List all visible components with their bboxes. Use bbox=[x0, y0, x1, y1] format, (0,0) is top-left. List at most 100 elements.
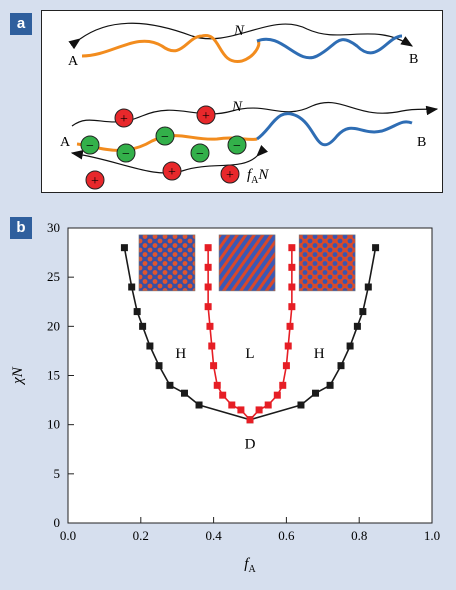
series-0-point bbox=[353, 322, 361, 330]
x-tick-label: 0.0 bbox=[60, 528, 76, 543]
y-tick-label: 20 bbox=[47, 318, 60, 333]
series-1-point bbox=[213, 381, 221, 389]
svg-text:−: − bbox=[196, 147, 204, 162]
series-0-point bbox=[155, 362, 163, 370]
series-1-point bbox=[282, 362, 290, 370]
series-0-point bbox=[139, 322, 147, 330]
series-0-point bbox=[372, 244, 380, 252]
series-0-point bbox=[337, 362, 345, 370]
series-1-point bbox=[288, 244, 296, 252]
svg-text:−: − bbox=[122, 147, 130, 162]
series-1-point bbox=[246, 416, 254, 424]
svg-text:+: + bbox=[168, 165, 176, 180]
series-1-point bbox=[279, 381, 287, 389]
x-tick-label: 0.6 bbox=[278, 528, 295, 543]
series-1-point bbox=[228, 401, 236, 409]
inset-lamellar-morphology bbox=[218, 234, 276, 292]
positive-charge: + bbox=[162, 161, 182, 181]
series-1-point bbox=[237, 406, 245, 414]
panel-b: 0.0 0.2 0.4 0.6 0.8 1.0 0 5 10 15 20 25 30 H L H D χN f… bbox=[0, 205, 456, 585]
series-0-point bbox=[364, 283, 372, 291]
negative-charge: − bbox=[116, 143, 136, 163]
positive-charge: + bbox=[220, 164, 240, 184]
series-1-point bbox=[208, 342, 216, 350]
series-0-point bbox=[128, 283, 136, 291]
region-label-hex-right: H bbox=[314, 346, 325, 362]
y-tick-label: 30 bbox=[47, 220, 60, 235]
series-1-point bbox=[204, 244, 212, 252]
inset-hexagonal-morphology bbox=[298, 234, 356, 292]
fraction-label: fAN bbox=[247, 167, 269, 186]
series-0-point bbox=[346, 342, 354, 350]
bottom-end-a: A bbox=[60, 135, 71, 150]
bottom-length-label: N bbox=[231, 99, 243, 115]
panel-b-label: b bbox=[10, 217, 32, 239]
y-tick-label: 0 bbox=[54, 515, 61, 530]
series-0-point bbox=[359, 308, 367, 316]
x-tick-label: 0.4 bbox=[205, 528, 222, 543]
bottom-block-b bbox=[256, 112, 413, 147]
bottom-end-b: B bbox=[417, 135, 426, 150]
x-tick-label: 0.2 bbox=[133, 528, 149, 543]
series-1-point bbox=[273, 391, 281, 399]
series-1-point bbox=[210, 362, 218, 370]
x-axis-label: fA bbox=[244, 556, 256, 575]
series-1-point bbox=[206, 322, 214, 330]
series-1-point bbox=[255, 406, 263, 414]
region-label-lamellar: L bbox=[245, 346, 254, 362]
positive-charge: + bbox=[85, 170, 105, 190]
panel-a: A B N A B N fAN + + + + + − − − − − bbox=[41, 10, 443, 193]
series-1-point bbox=[284, 342, 292, 350]
phase-diagram-chart: 0.0 0.2 0.4 0.6 0.8 1.0 0 5 10 15 20 25 30 H L H D χN f… bbox=[10, 220, 440, 575]
top-end-b: B bbox=[409, 52, 418, 67]
y-axis-label: χN bbox=[10, 366, 26, 386]
top-length-label: N bbox=[233, 23, 245, 39]
top-block-a bbox=[81, 34, 261, 63]
series-1-point bbox=[204, 283, 212, 291]
svg-text:−: − bbox=[161, 130, 169, 145]
series-1-point bbox=[288, 263, 296, 271]
series-1-point bbox=[204, 263, 212, 271]
y-tick-label: 5 bbox=[54, 466, 61, 481]
region-label-hex-left: H bbox=[175, 346, 186, 362]
series-0-point bbox=[312, 389, 320, 397]
series-1-point bbox=[219, 391, 227, 399]
y-tick-label: 25 bbox=[47, 269, 60, 284]
series-1-point bbox=[264, 401, 272, 409]
svg-text:+: + bbox=[120, 112, 128, 127]
y-tick-label: 15 bbox=[47, 368, 60, 383]
series-1-point bbox=[288, 303, 296, 311]
fraction-arrow bbox=[70, 144, 269, 174]
x-tick-label: 0.8 bbox=[351, 528, 367, 543]
svg-text:+: + bbox=[91, 174, 99, 189]
series-0-point bbox=[326, 381, 334, 389]
series-0-point bbox=[120, 244, 128, 252]
top-block-b bbox=[256, 34, 403, 60]
negative-charge: − bbox=[190, 143, 210, 163]
polymer-chain-schematic: A B N A B N fAN + + + + + − − − − − bbox=[60, 22, 439, 190]
svg-text:+: + bbox=[202, 109, 210, 124]
series-0-point bbox=[297, 401, 305, 409]
negative-charge: − bbox=[155, 126, 175, 146]
inset-hexagonal-morphology bbox=[138, 234, 196, 292]
svg-text:−: − bbox=[86, 139, 94, 154]
series-1-point bbox=[204, 303, 212, 311]
series-0-point bbox=[146, 342, 154, 350]
negative-charge: − bbox=[227, 135, 247, 155]
positive-charge: + bbox=[114, 108, 134, 128]
top-length-arrow bbox=[68, 22, 414, 50]
series-0-point bbox=[195, 401, 203, 409]
region-label-disordered: D bbox=[245, 436, 256, 452]
svg-text:+: + bbox=[226, 168, 234, 183]
panel-a-label: a bbox=[10, 13, 32, 35]
y-tick-label: 10 bbox=[47, 417, 60, 432]
positive-charge: + bbox=[196, 105, 216, 125]
series-0-point bbox=[166, 381, 174, 389]
x-tick-label: 1.0 bbox=[424, 528, 440, 543]
svg-text:−: − bbox=[233, 139, 241, 154]
series-1-point bbox=[286, 322, 294, 330]
series-0-point bbox=[133, 308, 141, 316]
series-1-point bbox=[288, 283, 296, 291]
negative-charge: − bbox=[80, 135, 100, 155]
top-end-a: A bbox=[68, 54, 79, 69]
